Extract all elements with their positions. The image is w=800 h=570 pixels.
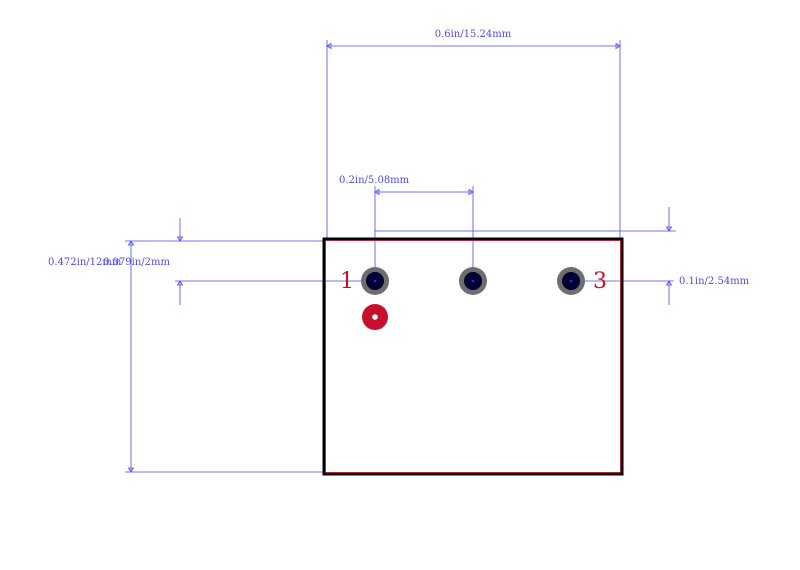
arrow-pitch-left [374,188,380,196]
dimension-lines [125,40,676,473]
dim-label-pad-spacing: 0.1in/2.54mm [679,276,750,287]
pin-label-3: 3 [593,269,607,294]
arrow-overall-width-right [615,42,621,50]
arrow-height-top [127,240,135,246]
arrow-pad-spacing-top [665,226,673,232]
dim-label-overall-height: 0.472in/12mm [48,257,122,268]
dim-label-pitch: 0.2in/5.08mm [339,175,410,186]
body-outline-inner [325,240,621,473]
pad-2[interactable] [459,267,487,295]
arrow-pin-offset-top [176,236,184,242]
arrow-pin-offset-bottom [176,280,184,286]
pin-label-1: 1 [340,269,354,294]
arrow-pad-spacing-bottom [665,280,673,286]
dim-label-pin-offset: 0.079in/2mm [103,257,170,268]
arrow-overall-width-left [326,42,332,50]
pad-3[interactable] [557,267,585,295]
arrow-height-bottom [127,467,135,473]
dim-label-overall-width: 0.6in/15.24mm [435,29,512,40]
pad-1[interactable] [361,267,389,295]
arrow-pitch-right [468,188,474,196]
body-outline [322,237,624,476]
pin1-marker [362,304,388,330]
